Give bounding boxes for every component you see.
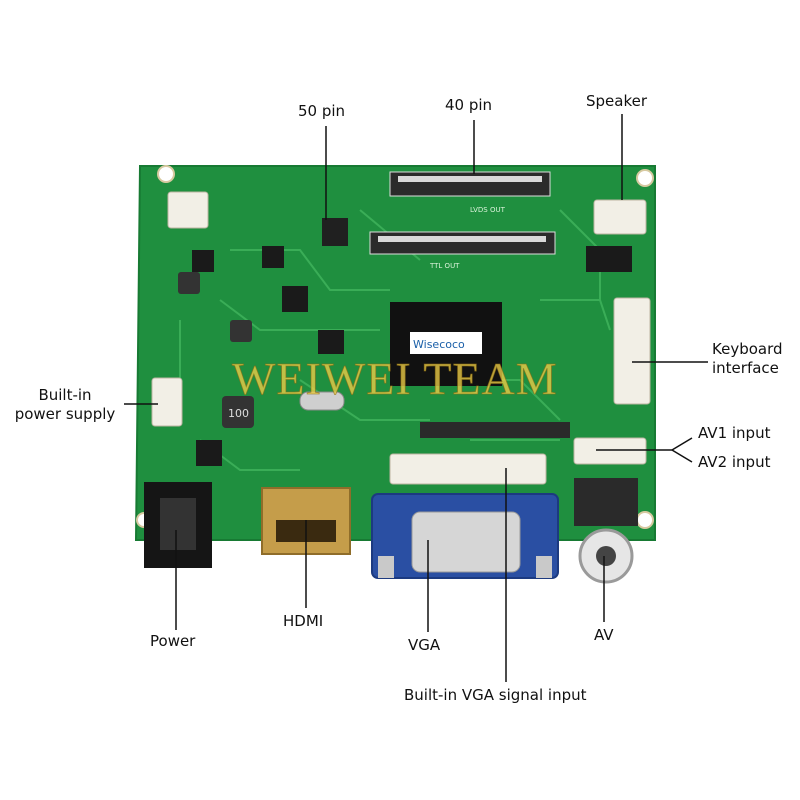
smd-ic xyxy=(318,330,344,354)
fpc-40pin-connector xyxy=(389,171,551,197)
label-av: AV xyxy=(594,626,614,644)
dc-jack-opening xyxy=(160,498,196,550)
smd-ic xyxy=(262,246,284,268)
label-vga: VGA xyxy=(408,636,441,654)
label-av2-input: AV2 input xyxy=(698,453,771,471)
lvds-out-silkscreen: LVDS OUT xyxy=(470,206,506,214)
label-50-pin: 50 pin xyxy=(298,102,346,120)
chip-marking: Wisecoco xyxy=(413,338,465,351)
av-input-header xyxy=(573,437,647,465)
smd-ic xyxy=(196,440,222,466)
vga-screw xyxy=(536,556,552,578)
av-rca-hole xyxy=(596,546,616,566)
label-keyboard-interface: Keyboard interface xyxy=(712,340,783,377)
pin-header-row xyxy=(420,422,570,438)
fpc-50pin-connector xyxy=(322,218,348,246)
av-rca-body xyxy=(574,478,638,526)
inductor xyxy=(178,272,200,294)
builtin-power-header xyxy=(151,377,183,427)
mounting-hole xyxy=(157,165,175,183)
label-40-pin: 40 pin xyxy=(445,96,493,114)
leader-av2-branch xyxy=(671,449,693,463)
watermark-text: WEIWEI TEAM xyxy=(232,353,558,405)
audio-amplifier-chip xyxy=(586,246,632,272)
inductor xyxy=(230,320,252,342)
ttl-out-silkscreen: TTL OUT xyxy=(429,262,460,270)
smd-ic xyxy=(192,250,214,272)
label-hdmi: HDMI xyxy=(283,612,324,630)
smd-ic xyxy=(282,286,308,312)
inductor xyxy=(222,396,254,428)
label-av1-input: AV1 input xyxy=(698,424,771,442)
crystal xyxy=(299,391,345,411)
inductor-marking: 100 xyxy=(228,407,249,420)
label-power: Power xyxy=(150,632,196,650)
mounting-hole xyxy=(636,169,654,187)
fpc-40pin-slot xyxy=(398,176,542,182)
mounting-hole xyxy=(636,511,654,529)
label-builtin-vga-signal-input: Built-in VGA signal input xyxy=(404,686,587,704)
vga-port-shell xyxy=(411,511,521,573)
leader-av1-branch xyxy=(671,437,693,451)
ttl-out-connector xyxy=(369,231,556,255)
label-speaker: Speaker xyxy=(586,92,648,110)
label-builtin-power-supply: Built-in power supply xyxy=(14,386,116,423)
chip-label-sticker xyxy=(410,332,482,354)
vga-header-connector xyxy=(389,453,547,485)
leader-lines xyxy=(124,114,708,682)
speaker-header-connector xyxy=(593,199,647,235)
power-header-connector xyxy=(167,191,209,229)
vga-screw xyxy=(378,556,394,578)
keyboard-header-connector xyxy=(613,297,651,405)
ttl-out-slot xyxy=(378,236,546,242)
